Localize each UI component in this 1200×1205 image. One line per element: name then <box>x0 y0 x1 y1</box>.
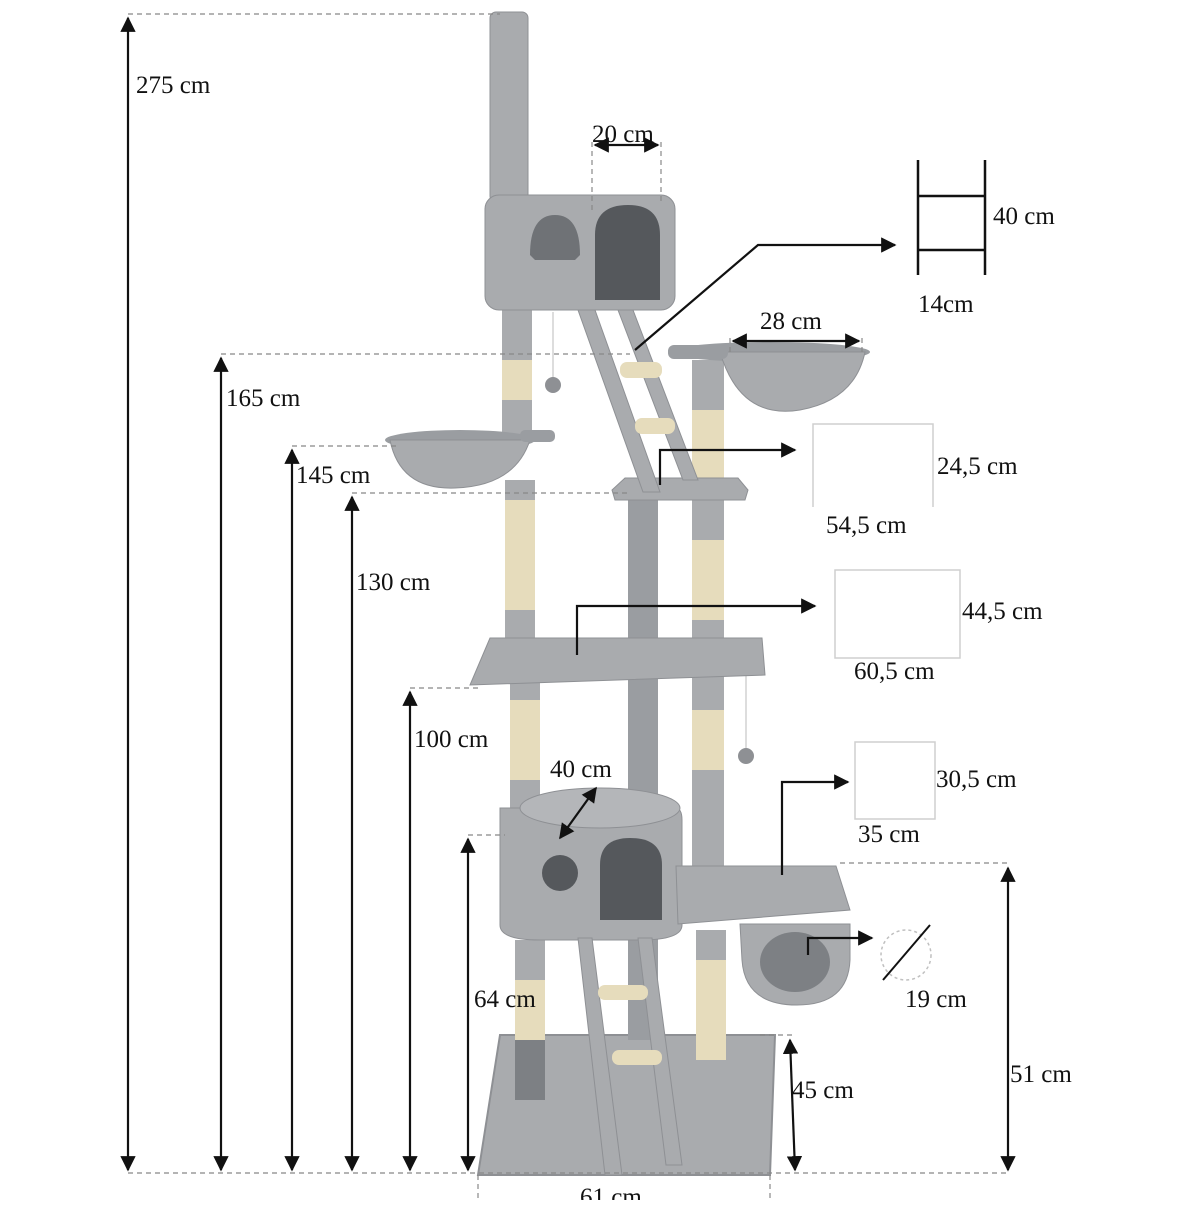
arrow-45 <box>782 1038 803 1172</box>
bottom-ladder <box>577 937 683 1176</box>
label-40-house: 40 cm <box>550 756 612 783</box>
label-165: 165 cm <box>226 385 301 412</box>
label-ladder-width: 14cm <box>918 291 974 318</box>
upper-shelf <box>611 477 749 501</box>
cat-tree-illustration <box>385 11 870 1176</box>
label-big-platform-height: 44,5 cm <box>962 598 1043 625</box>
label-100: 100 cm <box>414 726 489 753</box>
dimension-labels: 275 cm 20 cm 40 cm 14cm 28 cm 165 cm 145… <box>136 72 1072 1205</box>
big-platform <box>469 637 766 686</box>
dimension-arrows <box>120 16 1016 1172</box>
label-61: 61 cm <box>580 1184 642 1200</box>
label-hammock-width: 28 cm <box>760 308 822 335</box>
leader-big-platform <box>575 598 817 655</box>
label-51: 51 cm <box>1010 1061 1072 1088</box>
upper-ladder <box>577 309 699 493</box>
label-45: 45 cm <box>792 1077 854 1104</box>
left-post-upper <box>502 310 532 360</box>
tunnel <box>739 923 851 1006</box>
label-tunnel-diameter: 19 cm <box>905 986 967 1013</box>
left-hammock <box>385 430 555 489</box>
right-post <box>692 360 724 410</box>
label-total-height: 275 cm <box>136 72 211 99</box>
inset-rect-right-platform <box>854 741 936 820</box>
label-145: 145 cm <box>296 462 371 489</box>
label-upper-shelf-width: 54,5 cm <box>826 512 907 539</box>
label-big-platform-width: 60,5 cm <box>854 658 935 685</box>
right-platform <box>675 865 851 925</box>
leader-right-platform <box>780 774 850 875</box>
label-64: 64 cm <box>474 986 536 1013</box>
inset-rect-upper-shelf <box>812 423 934 507</box>
ladder-inset-icon <box>916 160 987 275</box>
top-house <box>484 194 676 311</box>
toy-ball-mid <box>738 748 754 764</box>
label-130: 130 cm <box>356 569 431 596</box>
inset-rect-big-platform <box>834 569 961 659</box>
label-right-platform-height: 30,5 cm <box>936 766 1017 793</box>
label-right-platform-width: 35 cm <box>858 821 920 848</box>
label-top-house-width: 20 cm <box>592 121 654 148</box>
label-upper-shelf-height: 24,5 cm <box>937 453 1018 480</box>
label-ladder-height: 40 cm <box>993 203 1055 230</box>
top-post <box>489 11 529 203</box>
guide-lines <box>128 13 1008 1205</box>
arrow-40-house <box>559 786 597 840</box>
toy-ball-top <box>545 377 561 393</box>
leader-ladder <box>634 237 897 351</box>
leader-tunnel <box>806 930 874 955</box>
leader-upper-shelf <box>658 442 797 485</box>
tunnel-diameter-icon <box>880 924 932 981</box>
bottom-house <box>499 787 683 941</box>
